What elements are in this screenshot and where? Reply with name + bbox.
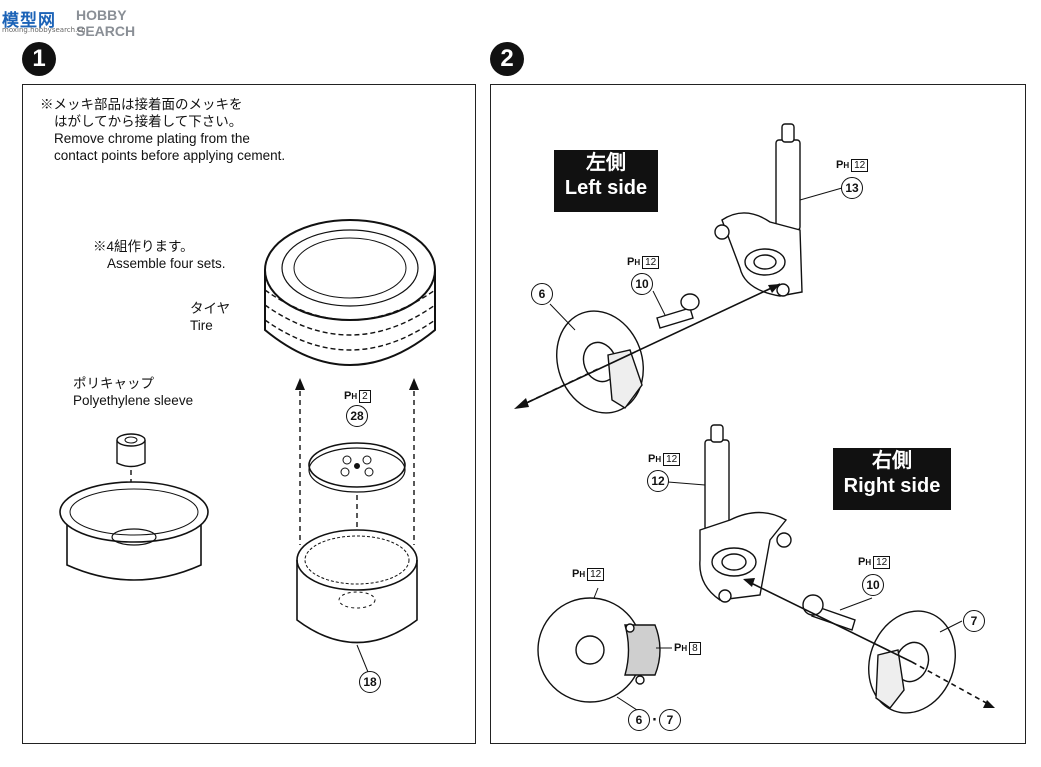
detail-disc-drawing [537, 597, 661, 703]
part-10-upper-number: 10 [635, 277, 649, 291]
assemble-note: ※4組作ります。 Assemble four sets. [93, 238, 226, 272]
part-12-marker: 12 [647, 470, 669, 492]
right-side-en: Right side [843, 475, 941, 497]
part-10-lower-marker: 10 [862, 574, 884, 596]
tire-drawing [264, 219, 436, 366]
step-1-badge: 1 [22, 42, 56, 76]
part-28-marker: 28 [346, 405, 368, 427]
sleeve-label: ポリキャップ Polyethylene sleeve [73, 375, 193, 409]
right-side-jp: 右側 [872, 450, 912, 472]
upper-axle-runner-num: 12 [642, 256, 660, 269]
lower-strut-runner-num: 12 [663, 453, 681, 466]
upper-strut-runner-letter: P [836, 159, 844, 171]
watermark-url: moxing.hobbysearch.cn [2, 26, 86, 34]
part-10-lower-number: 10 [866, 578, 880, 592]
part-13-number: 13 [845, 181, 859, 195]
part-18-number: 18 [363, 675, 377, 689]
assemble-note-jp: ※4組作ります。 [93, 239, 194, 254]
chrome-note-en-2: contact points before applying cement. [54, 148, 286, 163]
tire-label: タイヤ Tire [190, 300, 230, 334]
lower-strut-drawing [699, 424, 792, 603]
hub-runner-sub: H [351, 392, 358, 401]
watermark-logo-en: HOBBY SEARCH [76, 7, 136, 39]
lower-axle-drawing [802, 594, 856, 631]
upper-strut-drawing [714, 123, 803, 297]
lower-strut-runner-sub: H [655, 455, 662, 464]
upper-axle-runner-letter: P [627, 256, 635, 268]
detail-parts-separator: · [652, 712, 657, 728]
tire-label-jp: タイヤ [190, 301, 231, 316]
part-12-number: 12 [651, 474, 665, 488]
sleeve-drawing [116, 433, 146, 468]
detail-runner-num: 12 [587, 568, 605, 581]
sleeve-label-jp: ポリキャップ [73, 376, 154, 391]
upper-strut-runner-num: 12 [851, 159, 869, 172]
chrome-note: ※メッキ部品は接着面のメッキを はがしてから接着して下さい。 Remove ch… [40, 96, 285, 164]
left-side-box: 左側 Left side [554, 150, 658, 212]
detail-part-6-number: 6 [635, 713, 643, 727]
step-1-illustration [59, 219, 436, 673]
hub-cap-drawing [308, 442, 406, 493]
part-7-marker: 7 [963, 610, 985, 632]
upper-axle-runner-sub: H [634, 258, 641, 267]
chrome-note-jp-2: はがしてから接着して下さい。 [54, 114, 243, 129]
caliper-runner-num: 8 [689, 642, 701, 655]
detail-part-6-marker: 6 [628, 709, 650, 731]
left-side-en: Left side [564, 177, 648, 199]
upper-disc-drawing [556, 310, 644, 414]
lower-axle-runner-letter: P [858, 556, 866, 568]
hub-runner-num: 2 [359, 390, 371, 403]
lower-axle-runner-sub: H [865, 558, 872, 567]
chrome-note-en-1: Remove chrome plating from the [54, 131, 250, 146]
step-1-panel [22, 84, 476, 744]
left-side-jp: 左側 [586, 152, 626, 174]
detail-part-7-number: 7 [666, 713, 674, 727]
part-18-marker: 18 [359, 671, 381, 693]
watermark-logo-cn: 模型网 [2, 11, 56, 31]
assemble-note-en: Assemble four sets. [107, 256, 226, 271]
part-6-number: 6 [538, 287, 546, 301]
upper-strut-runner-sub: H [843, 161, 850, 170]
upper-axle-drawing [656, 293, 700, 329]
wheel-drawing [296, 529, 418, 673]
caliper-runner-letter: P [674, 642, 682, 654]
detail-runner-letter: P [572, 568, 580, 580]
step-2-badge: 2 [490, 42, 524, 76]
step-2-number: 2 [500, 45, 514, 72]
tire-label-en: Tire [190, 318, 213, 333]
detail-parts-marker: 6 · 7 [628, 709, 681, 731]
detail-part-7-marker: 7 [658, 709, 681, 731]
part-7-number: 7 [970, 614, 978, 628]
part-13-marker: 13 [841, 177, 863, 199]
detail-runner-sub: H [579, 570, 586, 579]
right-side-box: 右側 Right side [833, 448, 951, 510]
lower-axle-runner-num: 12 [873, 556, 891, 569]
part-10-upper-marker: 10 [631, 273, 653, 295]
hobbysearch-watermark: 模型网 HOBBY SEARCH moxing.hobbysearch.cn [2, 2, 172, 42]
part-6-marker: 6 [531, 283, 553, 305]
step-1-number: 1 [32, 45, 46, 72]
part-28-number: 28 [350, 409, 364, 423]
sleeve-label-en: Polyethylene sleeve [73, 393, 194, 408]
rim-drawing [59, 481, 209, 581]
hub-runner-letter: P [344, 390, 352, 402]
caliper-runner-sub: H [681, 644, 688, 653]
chrome-note-jp-1: ※メッキ部品は接着面のメッキを [40, 97, 243, 112]
lower-strut-runner-letter: P [648, 453, 656, 465]
